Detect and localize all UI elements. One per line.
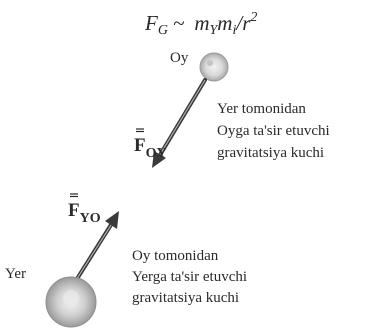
caption-earth-on-moon-line: gravitatsiya kuchi	[217, 145, 324, 161]
force-arrow-on-earth-head	[105, 211, 119, 229]
force-arrow-on-earth-highlight	[70, 221, 114, 289]
earth-label: Yer	[5, 266, 26, 282]
moon-icon	[199, 52, 229, 82]
formula-mass-1-sub: Y	[210, 23, 220, 38]
force-arrow-on-moon-head	[152, 151, 166, 168]
force-on-earth-symbol: F	[68, 200, 80, 221]
earth-core-icon	[63, 290, 79, 306]
svg-text:FOY: FOY	[134, 135, 167, 161]
caption-moon-on-earth: Oy tomonidan Yerga ta'sir etuvchi gravit…	[132, 248, 251, 306]
svg-text:FYO: FYO	[68, 200, 101, 226]
caption-moon-on-earth-line: gravitatsiya kuchi	[132, 290, 239, 306]
formula-mass-2: m	[217, 11, 232, 35]
moon-label: Oy	[170, 50, 189, 66]
caption-moon-on-earth-line: Yerga ta'sir etuvchi	[132, 269, 247, 285]
formula-force-symbol: F	[144, 11, 158, 35]
caption-moon-on-earth-line: Oy tomonidan	[132, 248, 219, 264]
force-on-moon-label: FOY	[134, 128, 167, 161]
caption-earth-on-moon-line: Yer tomonidan	[217, 101, 306, 117]
caption-earth-on-moon: Yer tomonidan Oyga ta'sir etuvchi gravit…	[217, 101, 333, 161]
force-on-earth-sub: YO	[80, 211, 101, 226]
formula-force-sub: G	[158, 23, 168, 38]
formula-mass-1: m	[194, 11, 209, 35]
formula-exponent: 2	[250, 10, 257, 25]
force-arrow-on-moon-highlight	[157, 79, 206, 159]
formula-distance: /r	[235, 11, 251, 35]
moon-crater-icon	[207, 60, 213, 66]
force-arrow-on-moon	[152, 78, 207, 168]
force-on-earth-label: FYO	[68, 193, 101, 226]
formula-relation: ~	[173, 11, 185, 35]
formula-mass-2-sub: i	[232, 23, 236, 38]
force-on-moon-sub: OY	[146, 146, 167, 161]
gravitation-formula: FG~mYmi/r2	[144, 10, 257, 38]
caption-earth-on-moon-line: Oyga ta'sir etuvchi	[217, 123, 330, 139]
force-on-moon-symbol: F	[134, 135, 146, 156]
